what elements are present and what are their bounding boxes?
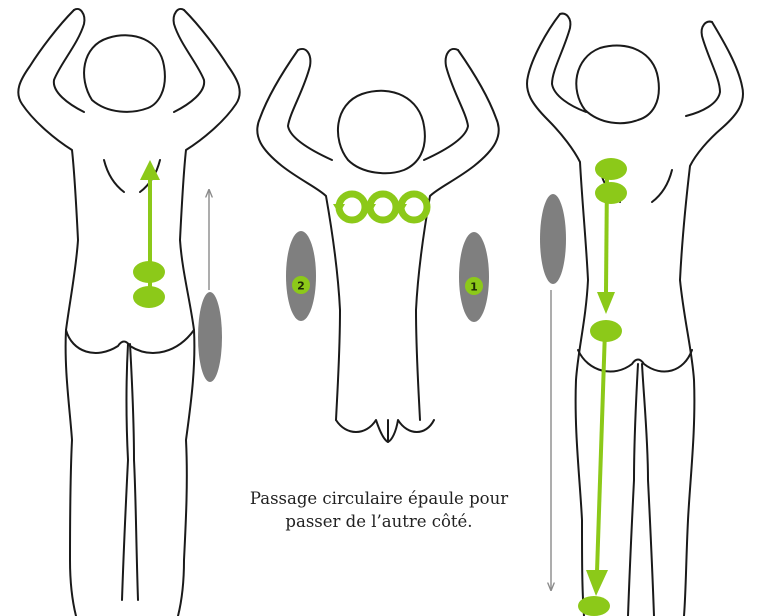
circular-rotation-icon — [333, 194, 365, 220]
stone-guide-left — [198, 190, 222, 382]
caption-line-1: Passage circulaire épaule pour — [214, 487, 544, 510]
shoulder-rotation-marks — [333, 194, 427, 220]
circular-rotation-icon — [395, 194, 427, 220]
contact-spot — [595, 182, 627, 204]
circular-rotation-icon — [364, 194, 396, 220]
instruction-caption: Passage circulaire épaule pour passer de… — [214, 487, 544, 533]
caption-line-2: passer de l’autre côté. — [214, 510, 544, 533]
contact-spot — [578, 596, 610, 616]
massage-stone-icon — [198, 292, 222, 382]
stone-marker-2: 2 — [286, 231, 316, 321]
contact-spot — [590, 320, 622, 342]
massage-stone-icon — [540, 194, 566, 284]
contact-spot — [595, 158, 627, 180]
body-figure-right — [527, 14, 743, 616]
stone-number-label: 2 — [297, 280, 305, 293]
contact-spot — [133, 286, 165, 308]
direction-arrow-icon — [597, 330, 605, 572]
stone-marker-1: 1 — [459, 232, 489, 322]
contact-spot — [133, 261, 165, 283]
stone-number-label: 1 — [470, 281, 478, 294]
massage-path-left — [133, 170, 165, 308]
